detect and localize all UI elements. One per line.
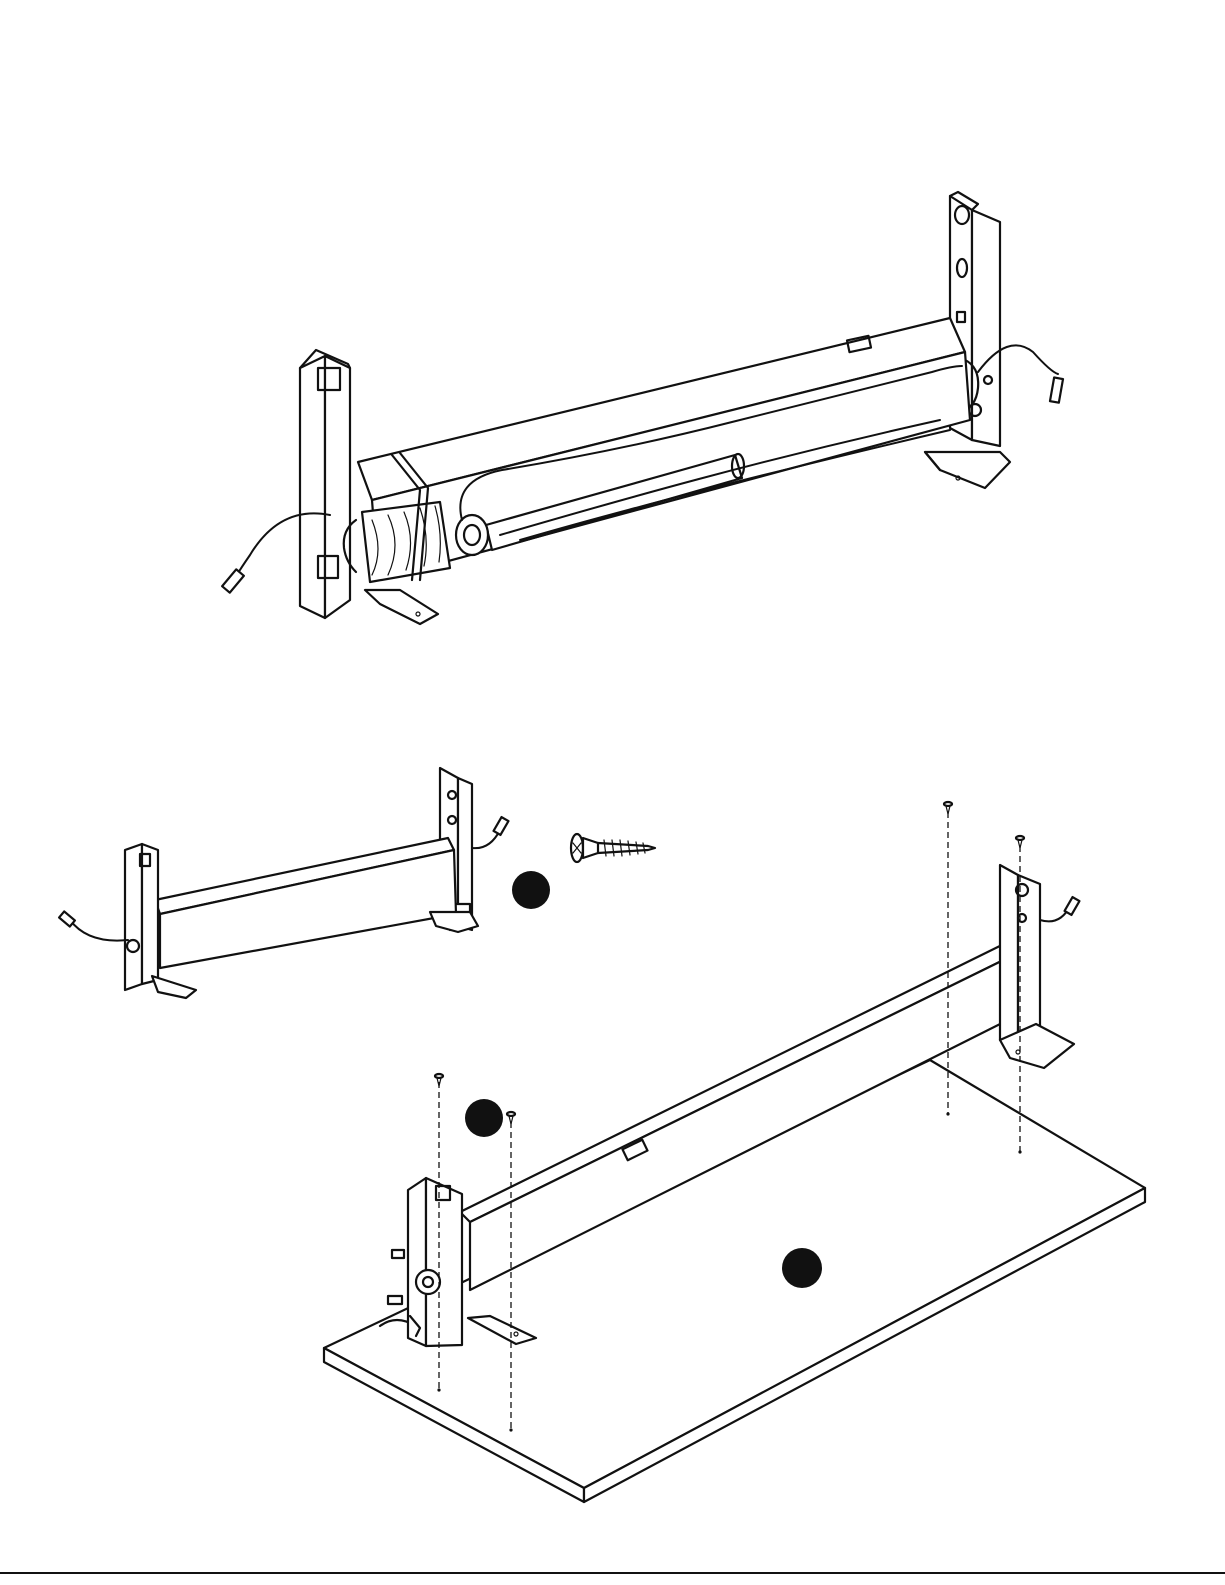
crossbeam — [358, 318, 970, 582]
frame-assembled-figure — [59, 768, 508, 998]
screw-icon — [571, 834, 655, 862]
step-marker-b — [465, 1099, 503, 1137]
connector-right — [1050, 377, 1063, 402]
footer-rule — [0, 1572, 1225, 1574]
connector-left — [222, 569, 244, 592]
step-marker-a — [512, 871, 550, 909]
right-foot — [925, 452, 1010, 488]
left-upright — [300, 350, 356, 618]
left-foot — [365, 590, 438, 624]
frame-packed-figure — [222, 192, 1063, 624]
step-marker-c — [782, 1248, 822, 1288]
